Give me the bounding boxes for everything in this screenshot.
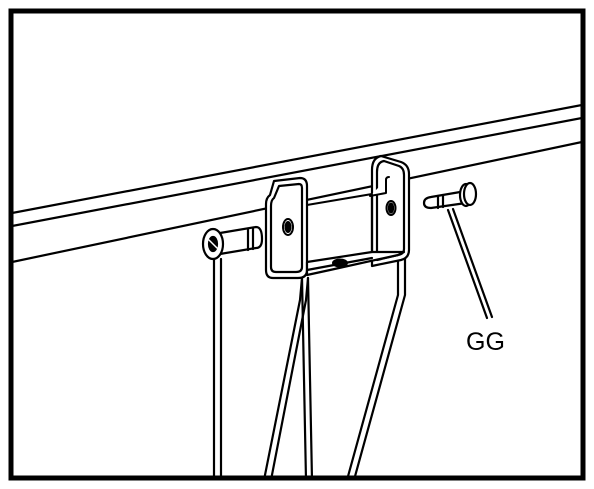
- leader-line: [446, 207, 494, 320]
- bracket-holes: [282, 200, 397, 268]
- left-screw: [201, 225, 264, 261]
- callout-label-gg: GG: [466, 328, 505, 356]
- wire-legs: [263, 253, 407, 477]
- left-post: [212, 257, 223, 477]
- diagram-frame: [8, 8, 586, 481]
- screw-gg: [422, 181, 478, 210]
